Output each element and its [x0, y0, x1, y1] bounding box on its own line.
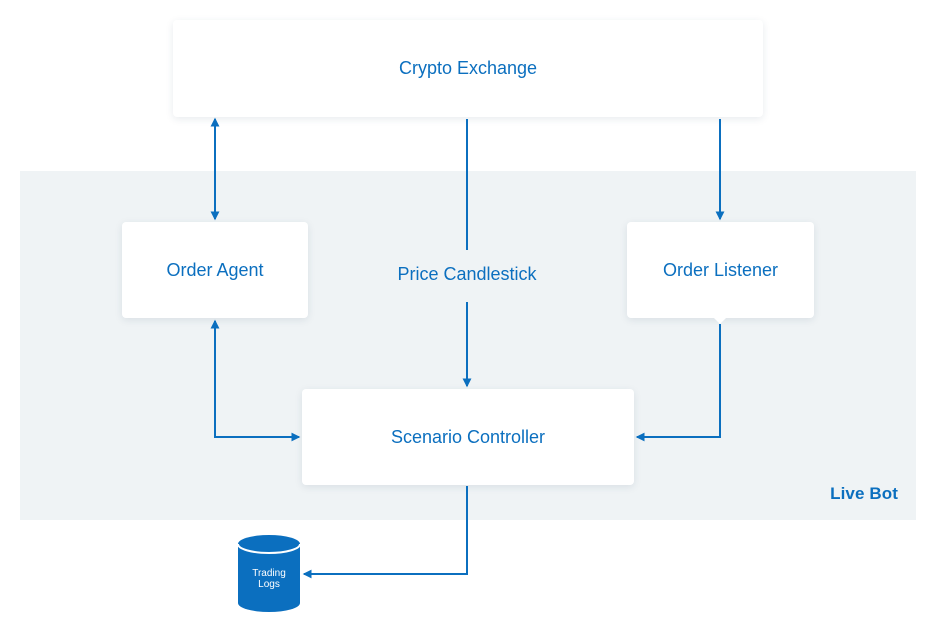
order-listener-label: Order Listener: [662, 259, 779, 280]
trading-logs-database: Trading Logs: [237, 534, 301, 614]
order-listener-node: Order Listener: [627, 222, 814, 318]
order-agent-label: Order Agent: [166, 259, 264, 280]
crypto-exchange-label: Crypto Exchange: [398, 58, 538, 78]
agent-scenario-connector: [210, 319, 301, 442]
database-label-line1: Trading: [252, 568, 286, 579]
scenario-controller-label: Scenario Controller: [390, 426, 546, 447]
crypto-exchange-node: Crypto Exchange: [173, 20, 763, 117]
database-label: Trading Logs: [237, 568, 301, 590]
scenario-controller-node: Scenario Controller: [302, 389, 634, 485]
database-label-line2: Logs: [258, 579, 280, 590]
listener-scenario-arrow: [635, 324, 721, 442]
database-icon: [237, 535, 301, 612]
order-agent-node: Order Agent: [122, 222, 308, 318]
listener-notch-icon: [714, 318, 726, 324]
scenario-logs-arrow: [302, 486, 468, 579]
zone-label: Live Bot: [830, 484, 898, 503]
price-candlestick-label: Price Candlestick: [397, 263, 537, 284]
